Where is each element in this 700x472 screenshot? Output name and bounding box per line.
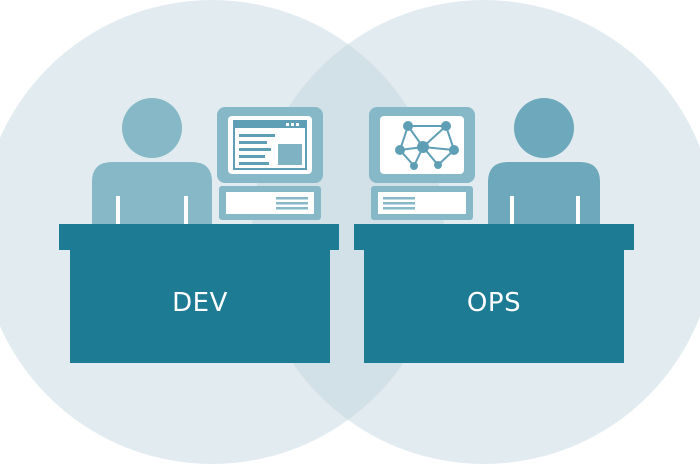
- document-window-icon: [233, 120, 307, 170]
- network-graph-icon: [395, 121, 459, 170]
- ops-desk: OPS: [354, 224, 634, 363]
- dev-desk: DEV: [59, 224, 339, 363]
- dev-computer-icon: [217, 107, 323, 220]
- ops-label: OPS: [467, 288, 521, 318]
- ops-person-icon: [488, 98, 600, 228]
- ops-computer-icon: [369, 107, 475, 220]
- dev-label: DEV: [172, 288, 228, 318]
- dev-group: DEV: [59, 98, 339, 363]
- dev-person-icon: [92, 98, 212, 228]
- ops-group: OPS: [354, 98, 634, 363]
